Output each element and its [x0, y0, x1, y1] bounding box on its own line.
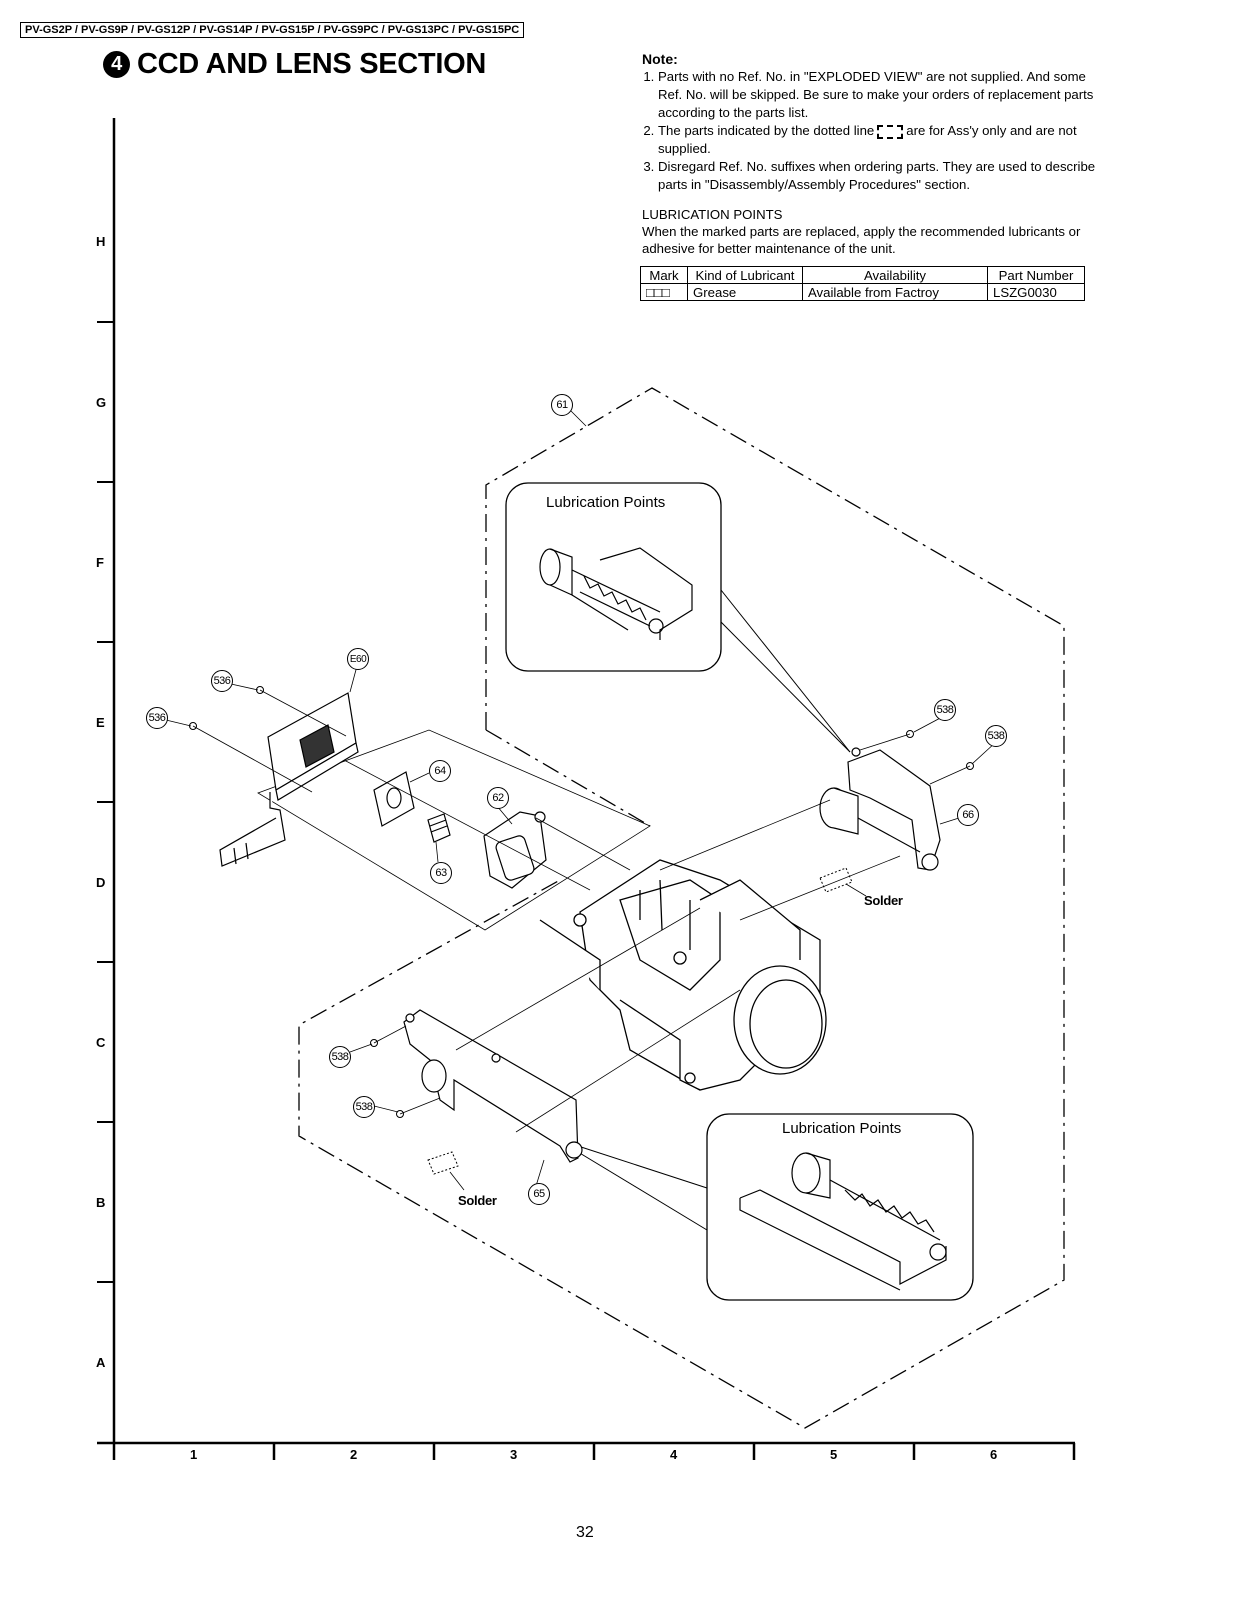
note-item-2-text: are for Ass'y only and are not supplied.: [658, 123, 1077, 156]
grid-col-5: 5: [830, 1447, 838, 1462]
table-cell-mark: □□□: [640, 283, 688, 301]
callout-65: 65: [528, 1183, 550, 1205]
grid-col-3: 3: [510, 1447, 518, 1462]
lower-lube-motor-sketch: [739, 1152, 947, 1291]
callout-61: 61: [551, 394, 573, 416]
callout-63: 63: [430, 862, 452, 884]
note-item-1: Parts with no Ref. No. in "EXPLODED VIEW…: [658, 68, 1102, 122]
lubrication-heading: LUBRICATION POINTS: [642, 207, 783, 222]
grid-col-2: 2: [350, 1447, 358, 1462]
note-item-2: The parts indicated by the dotted linear…: [658, 122, 1102, 158]
model-list-header: PV-GS2P / PV-GS9P / PV-GS12P / PV-GS14P …: [20, 22, 525, 38]
grid-row-f: F: [96, 555, 104, 570]
callout-538-c: 538: [329, 1046, 351, 1068]
section-number-badge: 4: [103, 51, 130, 78]
solder-label-lower: Solder: [458, 1193, 497, 1208]
note-item-3: Disregard Ref. No. suffixes when orderin…: [658, 158, 1102, 194]
note-item-2-prefix: The parts indicated by the dotted line: [658, 123, 875, 138]
lubricant-table: Mark Kind of Lubricant Availability Part…: [640, 266, 1085, 301]
zoom-motor-66: [819, 747, 941, 871]
grid-row-a: A: [96, 1355, 106, 1370]
table-header-kind: Kind of Lubricant: [687, 266, 803, 284]
lube-box-lower: [706, 1113, 974, 1301]
callout-538-a: 538: [934, 699, 956, 721]
ccd-gasket: [373, 771, 415, 827]
table-cell-availability: Available from Factroy: [802, 283, 988, 301]
grid-col-4: 4: [670, 1447, 678, 1462]
callout-538-d: 538: [353, 1096, 375, 1118]
table-header-mark: Mark: [640, 266, 688, 284]
notes-block: Note: Parts with no Ref. No. in "EXPLODE…: [642, 50, 1102, 194]
callout-536-lower: 536: [146, 707, 168, 729]
lubrication-text: When the marked parts are replaced, appl…: [642, 224, 1081, 256]
callout-e60: E60: [347, 648, 369, 670]
callout-538-b: 538: [985, 725, 1007, 747]
focus-motor-65: [403, 1009, 583, 1163]
solder-label-upper: Solder: [864, 893, 903, 908]
section-title: 4 CCD AND LENS SECTION: [103, 48, 486, 81]
callout-64: 64: [429, 760, 451, 782]
grid-row-h: H: [96, 234, 106, 249]
grid-row-c: C: [96, 1035, 106, 1050]
grid-col-6: 6: [990, 1447, 998, 1462]
ccd-board: [219, 692, 359, 867]
assembly-boundary-hexagon: [298, 387, 1065, 1429]
grid-frame: [97, 118, 1076, 1460]
upper-lube-motor-sketch: [539, 547, 693, 640]
table-header-part-number: Part Number: [987, 266, 1085, 284]
callout-66: 66: [957, 804, 979, 826]
lens-unit: [539, 859, 827, 1091]
lube-box-upper: [505, 482, 722, 672]
lube-box-upper-title: Lubrication Points: [546, 494, 666, 511]
notes-heading: Note:: [642, 51, 678, 67]
grid-col-1: 1: [190, 1447, 198, 1462]
callout-62: 62: [487, 787, 509, 809]
table-row: □□□ Grease Available from Factroy LSZG00…: [640, 283, 1085, 301]
grid-row-b: B: [96, 1195, 106, 1210]
lube-box-lower-title: Lubrication Points: [782, 1120, 902, 1137]
optical-filter: [427, 813, 451, 843]
grid-row-g: G: [96, 395, 107, 410]
callout-536-upper: 536: [211, 670, 233, 692]
table-cell-part-number: LSZG0030: [987, 283, 1085, 301]
lubrication-block: LUBRICATION POINTS When the marked parts…: [642, 206, 1082, 257]
assembly-boundary-inner: [485, 729, 651, 827]
leader-lines: [165, 409, 997, 1191]
dotted-line-icon: [877, 124, 904, 139]
ccd-mount-outline: [257, 729, 651, 931]
section-title-text: CCD AND LENS SECTION: [137, 48, 486, 80]
table-cell-kind: Grease: [687, 283, 803, 301]
grid-row-d: D: [96, 875, 106, 890]
page-number: 32: [576, 1524, 594, 1541]
grid-row-e: E: [96, 715, 105, 730]
solder-patches: [427, 867, 853, 1175]
